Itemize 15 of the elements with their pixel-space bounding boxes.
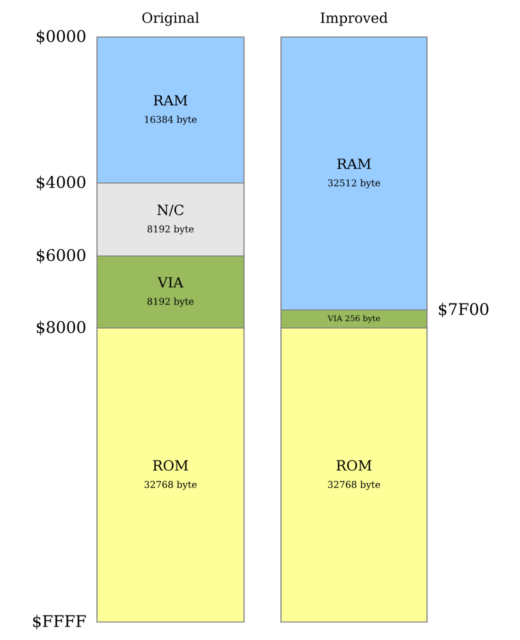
memory-block: RAM 16384 byte (96, 36, 245, 184)
address-label: $6000 (36, 248, 86, 264)
address-label: $FFFF (33, 614, 86, 630)
column-heading: Original (142, 12, 200, 26)
memory-block: ROM 32768 byte (96, 327, 245, 623)
memory-block: N/C 8192 byte (96, 182, 245, 257)
memory-block: VIA 256 byte (280, 309, 428, 329)
column-heading: Improved (320, 12, 388, 26)
memory-block: RAM 32512 byte (280, 36, 428, 311)
address-label: $7F00 (438, 302, 488, 318)
address-label: $4000 (36, 176, 86, 190)
memory-block: VIA 8192 byte (96, 255, 245, 329)
memory-block: ROM 32768 byte (280, 327, 428, 623)
address-label: $0000 (36, 30, 86, 44)
address-label: $8000 (36, 320, 86, 336)
